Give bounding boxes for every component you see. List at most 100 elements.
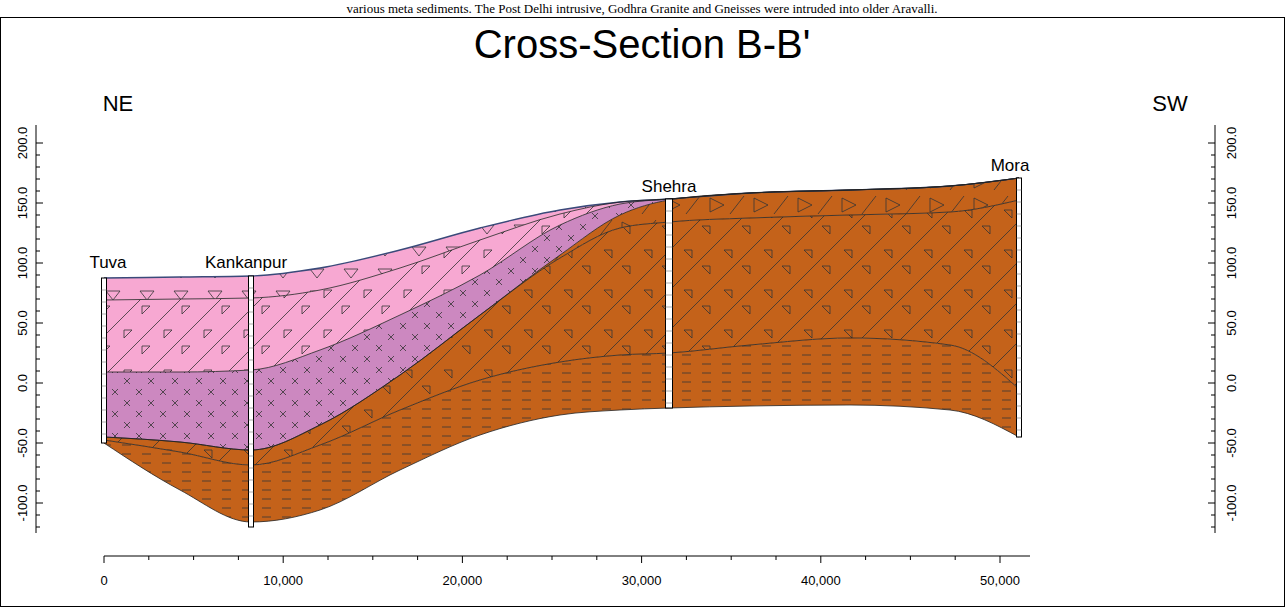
unit-boundary — [104, 338, 1019, 465]
unit-boundary — [104, 178, 1019, 450]
axis-tick — [36, 479, 40, 480]
borehole-tick — [249, 456, 254, 457]
borehole-tick — [1017, 298, 1022, 299]
borehole-tick — [1017, 250, 1022, 251]
axis-tick — [36, 359, 40, 360]
borehole-tick — [249, 372, 254, 373]
borehole-tick — [666, 283, 673, 284]
axis-tick — [283, 556, 284, 563]
figure-title: Cross-Section B-B' — [474, 24, 811, 64]
borehole-tick — [1017, 190, 1022, 191]
borehole-tick — [249, 480, 254, 481]
axis-tick — [36, 335, 40, 336]
axis-tick — [36, 191, 40, 192]
axis-tick — [1211, 299, 1215, 300]
borehole-tick — [249, 360, 254, 361]
axis-tick — [462, 556, 463, 563]
borehole-tick — [1017, 418, 1022, 419]
axis-tick — [1211, 419, 1215, 420]
axis-tick — [1211, 251, 1215, 252]
borehole-tick — [1017, 430, 1022, 431]
axis-tick — [36, 299, 40, 300]
axis-value: -50.0 — [1225, 428, 1238, 458]
borehole-tick — [249, 384, 254, 385]
axis-tick — [36, 395, 40, 396]
axis-tick — [148, 556, 149, 560]
axis-tick — [36, 287, 40, 288]
axis-value: -100.0 — [16, 485, 29, 522]
borehole — [249, 276, 254, 527]
axis-value: 50,000 — [980, 574, 1020, 587]
axis-tick — [1211, 275, 1215, 276]
axis-tick — [36, 155, 40, 156]
borehole-tick — [249, 312, 254, 313]
borehole-tick — [666, 235, 673, 236]
axis-tick — [1211, 155, 1215, 156]
axis-tick — [910, 556, 911, 560]
borehole-tick — [102, 398, 107, 399]
direction-label: SW — [1152, 93, 1187, 115]
note-text: various meta sediments. The Post Delhi i… — [346, 2, 937, 15]
axis-tick — [507, 556, 508, 560]
axis-tick — [1211, 491, 1215, 492]
rock-unit — [104, 338, 1019, 522]
borehole-tick — [249, 408, 254, 409]
axis-tick — [36, 239, 40, 240]
borehole-tick — [1017, 322, 1022, 323]
borehole-tick — [666, 391, 673, 392]
borehole-tick — [102, 422, 107, 423]
axis-tick — [1211, 407, 1215, 408]
borehole-tick — [666, 211, 673, 212]
borehole-tick — [1017, 226, 1022, 227]
borehole — [666, 199, 673, 408]
borehole-tick — [666, 355, 673, 356]
axis-tick — [36, 263, 43, 264]
borehole-tick — [249, 516, 254, 517]
direction-label: NE — [103, 93, 134, 115]
axis-tick — [731, 556, 732, 560]
borehole-tick — [1017, 394, 1022, 395]
axis-tick — [1211, 479, 1215, 480]
borehole-tick — [666, 259, 673, 260]
axis-tick — [865, 556, 866, 560]
axis-tick — [1211, 239, 1215, 240]
axis-tick — [36, 407, 40, 408]
depth-axis — [1215, 125, 1216, 533]
axis-tick — [1211, 455, 1215, 456]
axis-tick — [1211, 335, 1215, 336]
axis-tick — [1211, 371, 1215, 372]
borehole-tick — [666, 367, 673, 368]
borehole-tick — [102, 326, 107, 327]
borehole-tick — [249, 468, 254, 469]
axis-value: 0.0 — [16, 374, 29, 392]
borehole-tick — [249, 348, 254, 349]
borehole-tick — [666, 343, 673, 344]
axis-tick — [955, 556, 956, 560]
axis-tick — [36, 371, 40, 372]
axis-tick — [1211, 215, 1215, 216]
axis-tick — [36, 491, 40, 492]
borehole-tick — [1017, 406, 1022, 407]
depth-axis — [36, 125, 37, 533]
axis-tick — [1211, 515, 1215, 516]
borehole-tick — [666, 331, 673, 332]
axis-tick — [36, 527, 40, 528]
axis-tick — [36, 431, 40, 432]
borehole-tick — [102, 374, 107, 375]
axis-tick — [36, 179, 40, 180]
axis-tick — [1211, 467, 1215, 468]
borehole-tick — [102, 302, 107, 303]
axis-tick — [36, 419, 40, 420]
axis-tick — [238, 556, 239, 560]
borehole — [102, 278, 107, 443]
well-name: Shehra — [642, 178, 697, 195]
axis-tick — [1208, 323, 1215, 324]
axis-tick — [36, 455, 40, 456]
axis-tick — [1208, 443, 1215, 444]
axis-tick — [552, 556, 553, 560]
borehole-tick — [102, 362, 107, 363]
axis-value: -100.0 — [1225, 485, 1238, 522]
borehole-tick — [666, 307, 673, 308]
